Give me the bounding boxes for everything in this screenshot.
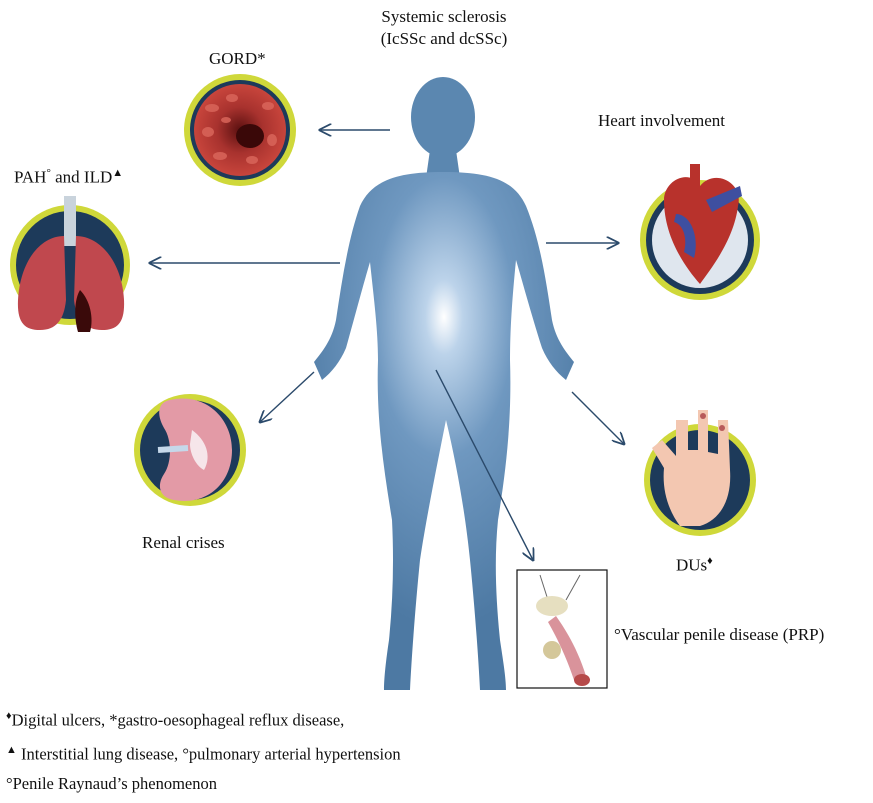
heart-label-text: Heart involvement — [598, 111, 725, 130]
gord-label: GORD* — [209, 48, 266, 70]
gord-illustration — [184, 74, 296, 186]
kidney-label: Renal crises — [142, 532, 225, 554]
legend-2-text-1: Interstitial lung disease, — [17, 745, 182, 764]
hand-label: DUs♦ — [676, 550, 713, 577]
legend-1-text-1: Digital ulcers, — [12, 711, 110, 730]
penile-label-mark: ° — [614, 625, 621, 644]
penile-label: °Vascular penile disease (PRP) — [614, 624, 824, 646]
hand-illustration — [644, 410, 756, 536]
legend-1-text-2: gastro-oesophageal reflux disease, — [117, 711, 344, 730]
lungs-label: PAH° and ILD▲ — [14, 162, 123, 189]
kidney-illustration — [134, 394, 246, 506]
legend-2-mark-2: ° — [182, 745, 189, 764]
arrow-to-kidney — [260, 372, 314, 422]
heart-label: Heart involvement — [598, 110, 725, 132]
kidney-label-text: Renal crises — [142, 533, 225, 552]
legend-2-mark-1: ▲ — [6, 744, 17, 756]
gord-label-mark: * — [257, 49, 266, 68]
hand-label-text: DUs — [676, 556, 707, 575]
lungs-illustration — [10, 196, 130, 332]
legend-line-2: ▲ Interstitial lung disease, °pulmonary … — [6, 744, 401, 765]
diagram-title: Systemic sclerosis (IcSSc and dcSSc) — [344, 6, 544, 50]
lungs-label-ild: and ILD — [51, 168, 112, 187]
legend-2-text-2: pulmonary arterial hypertension — [189, 745, 401, 764]
title-line-2: (IcSSc and dcSSc) — [344, 28, 544, 50]
title-line-1: Systemic sclerosis — [344, 6, 544, 28]
gord-label-text: GORD — [209, 49, 257, 68]
hand-label-mark: ♦ — [707, 555, 713, 567]
legend-line-3: °Penile Raynaud’s phenomenon — [6, 774, 217, 794]
lungs-label-mark-b: ▲ — [112, 167, 123, 179]
heart-illustration — [640, 164, 760, 300]
legend-3-mark-1: ° — [6, 774, 13, 793]
legend-3-text-1: Penile Raynaud’s phenomenon — [13, 774, 217, 793]
lungs-label-pah: PAH — [14, 168, 46, 187]
penile-label-text: Vascular penile disease (PRP) — [621, 625, 824, 644]
arrow-to-hand — [572, 392, 624, 444]
penile-illustration — [517, 570, 607, 688]
legend-line-1: ♦Digital ulcers, *gastro-oesophageal ref… — [6, 710, 344, 731]
